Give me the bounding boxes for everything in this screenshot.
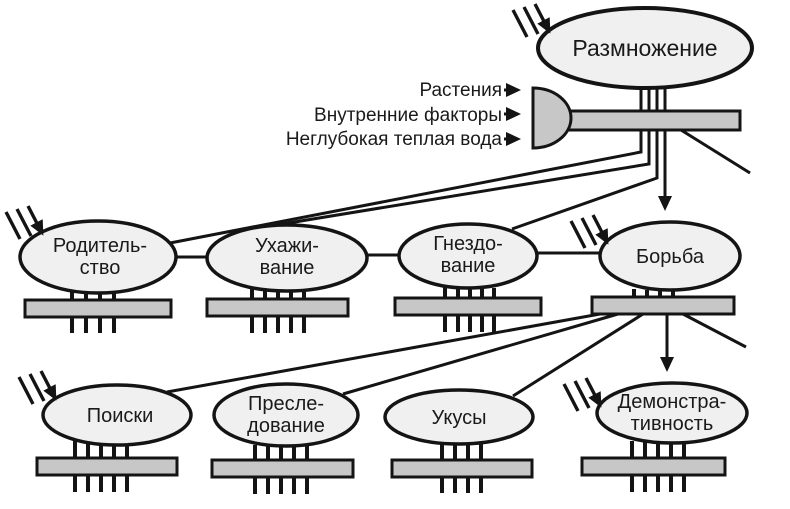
effector-teeth-bites-top — [440, 444, 483, 460]
input-label-internal-factors: Внутренние факторы — [314, 105, 502, 126]
effector-bar-parenting — [23, 298, 173, 319]
input-collector-block — [531, 86, 573, 150]
stimulus-stroke — [573, 380, 591, 409]
node-label: Размножение — [572, 35, 717, 61]
effector-teeth-parenting-bottom — [70, 317, 116, 333]
stimuli-arrows-icon-reproduction — [511, 3, 551, 38]
stimulus-stroke — [562, 383, 580, 412]
stimulus-arrow-icon — [584, 377, 602, 408]
node-chase: Пресле-дование — [212, 382, 360, 448]
node-label: Гнездо-вание — [433, 233, 503, 277]
effector-teeth-display-top — [630, 441, 686, 458]
node-bites: Укусы — [383, 388, 535, 446]
node-ellipse — [205, 223, 369, 293]
effector-teeth-fighting-top — [632, 289, 675, 297]
link-top-to-courtship — [257, 130, 651, 230]
node-label: Пресле-дование — [247, 393, 325, 437]
node-label: Родитель-ство — [53, 235, 147, 279]
stimulus-stroke — [28, 373, 46, 402]
link-fighting-to-search — [166, 312, 601, 394]
node-label: Поиски — [87, 405, 154, 427]
node-label: Борьба — [636, 246, 705, 268]
effector-teeth-display-bottom — [630, 475, 686, 492]
effector-teeth-search-bottom — [73, 475, 129, 492]
link-top-to-nesting — [511, 130, 659, 231]
diagram-links — [166, 86, 751, 398]
stimulus-stroke — [522, 6, 540, 35]
node-label: Ухажи-вание — [255, 235, 319, 279]
node-parenting: Родитель-ство — [18, 219, 178, 295]
node-ellipse — [397, 222, 539, 290]
stimulus-stroke — [4, 211, 22, 240]
node-display: Демонстра-тивность — [595, 381, 749, 445]
node-ellipse — [383, 388, 535, 446]
effector-teeth-search-top — [73, 441, 129, 458]
link-fighting-to-bites — [512, 312, 644, 398]
effector-bar-fighting — [590, 295, 736, 316]
effector-bar-search — [35, 456, 179, 477]
effector-bar-courtship — [205, 297, 350, 318]
input-factors: Растения Внутренние факторы Неглубокая т… — [286, 80, 521, 150]
stimulus-stroke — [511, 9, 529, 38]
node-ellipse — [598, 220, 742, 292]
node-reproduction: Размножение — [536, 6, 754, 90]
effector-bar-nesting — [393, 296, 543, 317]
node-label: Укусы — [432, 407, 487, 429]
effector-block-bites — [390, 444, 534, 493]
effector-teeth-nesting-top — [443, 287, 496, 298]
effector-teeth-courtship-top — [250, 289, 306, 299]
input-label-plants: Растения — [419, 80, 502, 101]
stimulus-stroke — [15, 208, 33, 237]
effector-teeth-bites-bottom — [440, 477, 483, 493]
effector-block-fighting — [590, 289, 736, 316]
node-ellipse — [18, 219, 178, 295]
node-ellipse — [536, 6, 754, 90]
effector-bar-display — [580, 456, 727, 477]
effector-block-parenting — [23, 291, 173, 333]
stimulus-stroke — [17, 376, 35, 405]
effector-teeth-parenting-top — [70, 291, 116, 300]
stimulus-stroke — [580, 217, 598, 246]
effector-bar-bites — [390, 458, 534, 479]
link-fighting-to-chase — [342, 312, 619, 396]
stimulus-arrow-icon — [591, 214, 609, 245]
effector-teeth-chase-top — [253, 445, 309, 460]
node-search: Поиски — [41, 383, 193, 447]
stimuli-arrows-icon-search — [17, 370, 57, 405]
node-nesting: Гнездо-вание — [397, 222, 539, 290]
effector-block-search — [35, 441, 179, 492]
stimuli-arrows-icon-parenting — [4, 205, 44, 240]
link-fighting-right-stub — [682, 312, 747, 349]
link-top-to-parenting — [169, 130, 643, 245]
stimulus-arrow-icon — [533, 3, 551, 34]
node-ellipse — [212, 382, 360, 448]
input-label-shallow-warm-water: Неглубокая теплая вода — [286, 129, 503, 150]
stimuli-arrows-icon-display — [562, 377, 602, 412]
effector-block-display — [580, 441, 727, 492]
stimulus-stroke — [569, 220, 587, 249]
effector-teeth-nesting-bottom — [443, 315, 496, 332]
effector-block-courtship — [205, 289, 350, 333]
stimulus-arrow-icon — [39, 370, 57, 401]
top-effector-bar — [564, 109, 742, 132]
link-reproduction-to-bar — [639, 86, 667, 112]
link-top-right-stub — [680, 128, 751, 175]
node-ellipse — [41, 383, 193, 447]
node-courtship: Ухажи-вание — [205, 223, 369, 293]
node-label: Демонстра-тивность — [618, 391, 727, 435]
effector-teeth-courtship-bottom — [250, 316, 306, 333]
node-ellipse — [595, 381, 749, 445]
stimuli-arrows-icon-fighting — [569, 214, 609, 249]
effector-teeth-chase-bottom — [253, 477, 309, 494]
stimulus-arrow-icon — [26, 205, 44, 236]
node-fighting: Борьба — [598, 220, 742, 292]
effector-block-nesting — [393, 287, 543, 332]
effector-bar-chase — [210, 458, 355, 479]
effector-block-chase — [210, 445, 355, 494]
